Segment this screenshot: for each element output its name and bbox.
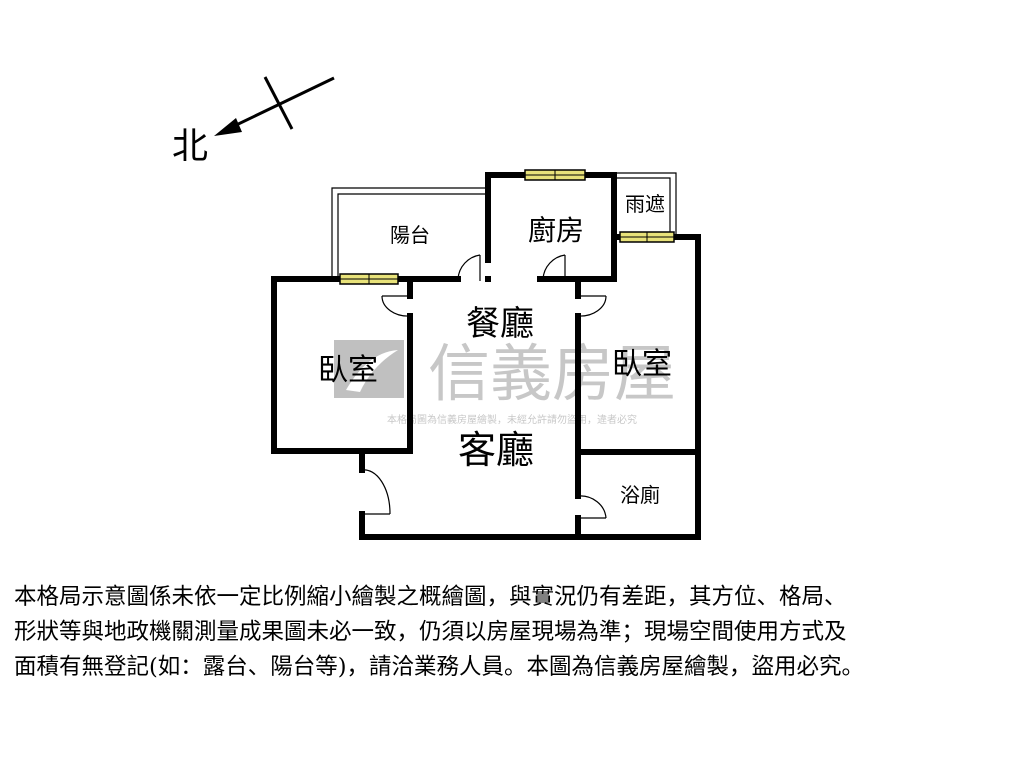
windows (339, 169, 675, 285)
watermark: 信義房屋 本格局圖為信義房屋繪製，未經允許請勿盜用，違者必究 (334, 337, 676, 426)
door-balcony (457, 254, 481, 281)
room-label-living: 客廳 (458, 428, 534, 472)
room-label-canopy: 雨遮 (625, 192, 665, 216)
compass-cross-line (263, 76, 294, 130)
room-label-bedroom-left: 臥室 (318, 353, 378, 388)
north-compass: 北 (172, 76, 335, 167)
disclaimer-line: 面積有無登記(如：露台、陽台等)，請洽業務人員。本圖為信義房屋繪製，盜用必究。 (14, 654, 865, 680)
room-label-balcony: 陽台 (390, 223, 430, 247)
door-left-bedroom (381, 295, 411, 317)
window-left-bedroom (339, 273, 399, 285)
disclaimer-line: 本格局示意圖係未依一定比例縮小繪製之概繪圖，與實況仍有差距，其方位、格局、 (14, 584, 847, 610)
compass-arrow-line (229, 76, 335, 130)
door-bathroom (577, 495, 607, 519)
room-label-bathroom: 浴廁 (620, 483, 660, 507)
watermark-notice: 本格局圖為信義房屋繪製，未經允許請勿盜用，違者必究 (387, 413, 637, 426)
window-right-bedroom (619, 231, 675, 243)
floor-plan: 信義房屋 本格局圖為信義房屋繪製，未經允許請勿盜用，違者必究 北 (172, 76, 701, 540)
doors (361, 254, 607, 519)
window-kitchen (524, 169, 586, 181)
watermark-logo-text: 信義房屋 (428, 337, 676, 410)
room-label-bedroom-right: 臥室 (612, 347, 672, 382)
compass-north-label: 北 (172, 126, 208, 167)
room-label-dining: 餐廳 (466, 304, 534, 344)
room-label-kitchen: 廚房 (528, 214, 584, 247)
north-arrow-icon (214, 118, 242, 136)
door-right-bedroom (577, 295, 607, 317)
door-kitchen (542, 254, 566, 281)
watermark-logo-swoosh-icon (346, 350, 398, 392)
door-entrance (361, 469, 391, 515)
balcony-outline (331, 172, 677, 276)
disclaimer-line: 形狀等與地政機關測量成果圖未必一致，仍須以房屋現場為準；現場空間使用方式及 (14, 619, 847, 645)
disclaimer: 本格局示意圖係未依一定比例縮小繪製之概繪圖，與實況仍有差距，其方位、格局、 形狀… (14, 580, 1014, 685)
